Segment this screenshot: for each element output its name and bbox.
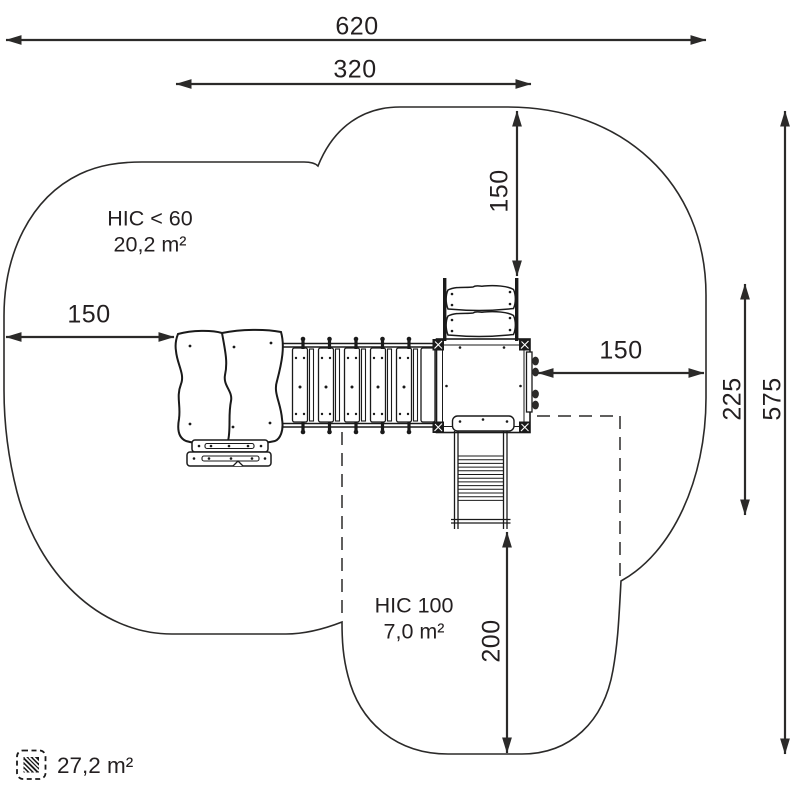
- impact-area-outline: [3, 106, 707, 755]
- dim-575-label: 575: [758, 377, 787, 421]
- boulder-base-steps: [186, 439, 272, 467]
- dimension-arrows: [5, 35, 790, 755]
- climbing-boulder: [174, 328, 284, 445]
- platform-corner-posts: [432, 339, 531, 433]
- dim-620-label: 620: [335, 12, 379, 41]
- curved-climber-panel: [443, 278, 519, 341]
- hic100-zone-title: HIC 100: [374, 593, 454, 618]
- rope-plank-bridge: [283, 336, 437, 435]
- dim-150-left-label: 150: [67, 300, 111, 329]
- dim-150-right-label: 150: [599, 336, 643, 365]
- hic100-zone-area: 7,0 m²: [383, 619, 445, 644]
- stair-slide-ramp: [451, 415, 515, 529]
- dim-200-label: 200: [477, 619, 506, 663]
- dim-320-label: 320: [333, 55, 377, 84]
- dim-150-top-label: 150: [485, 169, 514, 213]
- hatched-area-icon: [16, 749, 47, 780]
- bridge-rail-bolts: [300, 336, 412, 435]
- dim-225-label: 225: [718, 377, 747, 421]
- hic60-zone-area: 20,2 m²: [113, 232, 187, 257]
- hic100-zone-dashed-boundary: [341, 415, 621, 620]
- hic60-zone-title: HIC < 60: [107, 206, 193, 231]
- legend-total-area-label: 27,2 m²: [57, 753, 134, 778]
- side-climbing-ladder: [525, 351, 539, 413]
